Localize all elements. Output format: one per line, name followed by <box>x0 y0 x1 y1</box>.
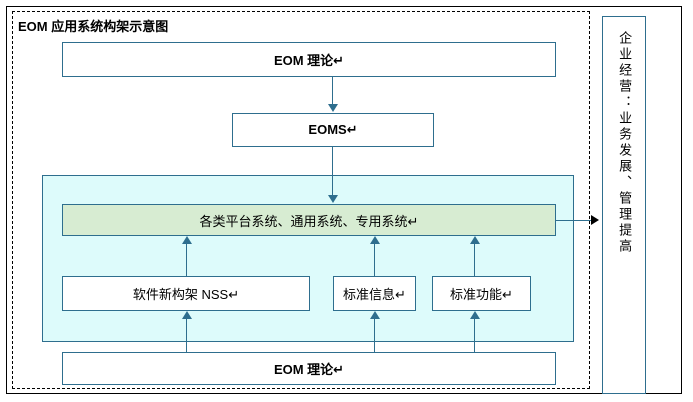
box-eom-theory-bottom[interactable]: EOM 理论↵ <box>62 352 556 385</box>
diagram-title: EOM 应用系统构架示意图 <box>18 19 169 34</box>
arrow-eoms-to-platform-head <box>328 195 338 203</box>
box-standard-function[interactable]: 标准功能↵ <box>432 276 531 311</box>
arrow-standard-function-to-platform-line <box>474 244 475 276</box>
arrow-bottom-theory-to-standard-info-head <box>370 311 380 319</box>
arrow-bottom-theory-to-standard-info-line <box>374 319 375 352</box>
box-eoms[interactable]: EOMS↵ <box>232 113 434 147</box>
arrow-bottom-theory-to-nss-line <box>186 319 187 352</box>
arrow-platform-to-side-panel-head <box>591 215 599 225</box>
box-standard-info[interactable]: 标准信息↵ <box>333 276 416 311</box>
platform-group-container <box>42 175 574 342</box>
arrow-platform-to-side-panel-line <box>556 220 592 221</box>
arrow-eom-theory-to-eoms-line <box>332 77 333 105</box>
arrow-eom-theory-to-eoms-head <box>328 104 338 112</box>
side-panel-text: 企业经营：业务发展、管理提高 <box>617 31 633 255</box>
box-eom-theory-top[interactable]: EOM 理论↵ <box>62 42 556 77</box>
arrow-nss-to-platform-line <box>186 244 187 276</box>
box-software-new-architecture-nss[interactable]: 软件新构架 NSS↵ <box>62 276 310 311</box>
outer-frame <box>6 6 682 394</box>
arrow-nss-to-platform-head <box>182 236 192 244</box>
main-dashed-region <box>12 11 590 389</box>
arrow-standard-function-to-platform-head <box>470 236 480 244</box>
arrow-eoms-to-platform-line <box>332 147 333 196</box>
arrow-standard-info-to-platform-head <box>370 236 380 244</box>
arrow-bottom-theory-to-nss-head <box>182 311 192 319</box>
side-panel-business-management[interactable]: 企业经营：业务发展、管理提高 <box>602 16 646 394</box>
box-platform-systems[interactable]: 各类平台系统、通用系统、专用系统↵ <box>62 204 556 236</box>
arrow-bottom-theory-to-standard-function-line <box>474 319 475 352</box>
arrow-standard-info-to-platform-line <box>374 244 375 276</box>
arrow-bottom-theory-to-standard-function-head <box>470 311 480 319</box>
